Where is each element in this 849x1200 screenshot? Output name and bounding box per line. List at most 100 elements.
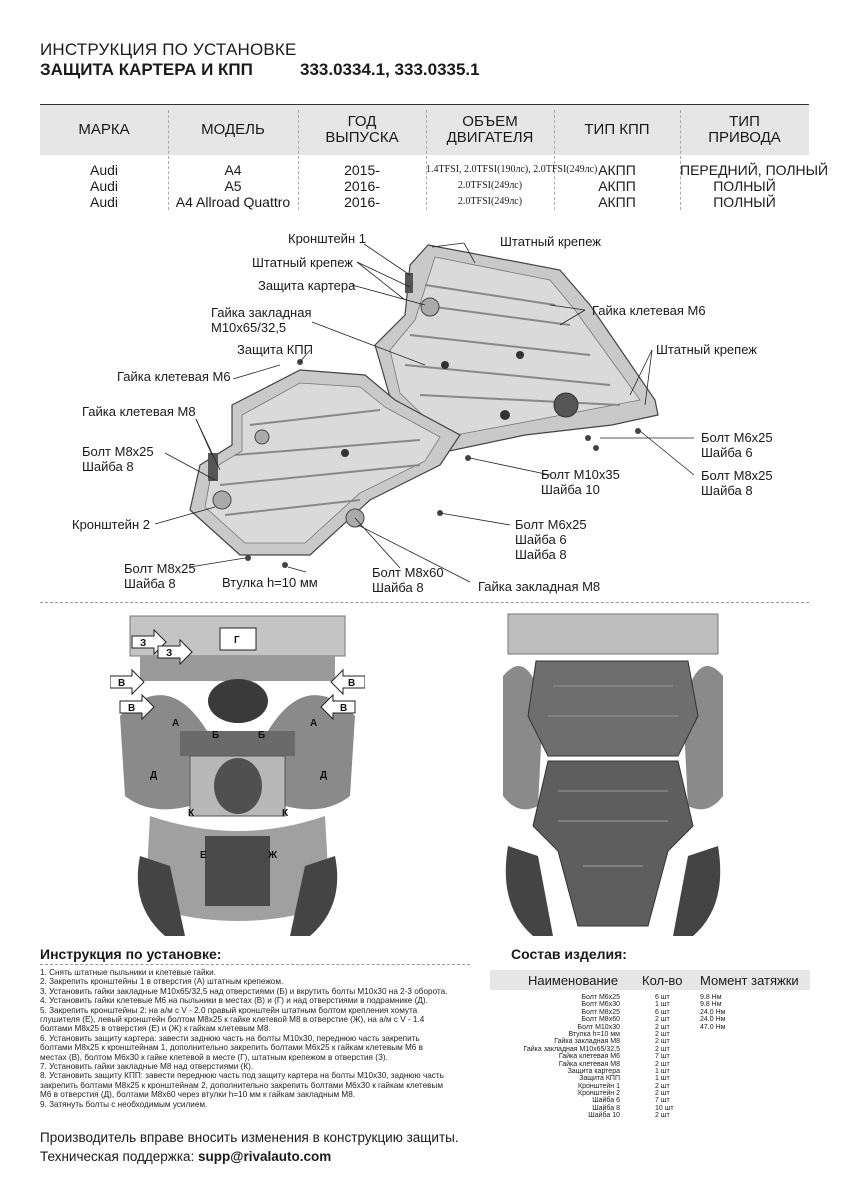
svg-text:Д: Д — [150, 770, 157, 781]
composition-item-torque: 47.0 Нм — [700, 1023, 726, 1031]
label-cage-nut-m6-left: Гайка клетевая М6 — [117, 369, 231, 384]
fasteners — [245, 359, 641, 568]
label-washer-6-b: Шайба 6 — [701, 445, 753, 460]
composition-item-qty: 10 шт — [655, 1104, 674, 1112]
label-crankcase-guard: Защита картера — [258, 278, 356, 293]
bracket-2-part — [208, 453, 218, 481]
crankcase-guard-plate — [374, 244, 659, 454]
instruction-line: закрепить болтами М8х25 к кронштейнам 2,… — [40, 1080, 444, 1090]
composition-item-name: Гайка закладная М8 — [554, 1038, 620, 1046]
table-row: Болт М10х30 2 шт 47.0 Нм — [490, 1024, 810, 1031]
label-cage-nut-m8: Гайка клетевая М8 — [82, 404, 196, 419]
composition-item-torque: 24.0 Нм — [700, 1016, 726, 1024]
label-insert-nut-m10-line1: Гайка закладная — [211, 305, 312, 320]
table-row: Защита КПП 1 шт — [490, 1075, 810, 1082]
composition-title: Состав изделия: — [511, 946, 627, 962]
composition-item-qty: 1 шт — [655, 1075, 670, 1083]
composition-item-torque: 24.0 Нм — [700, 1008, 726, 1016]
instruction-line: 1. Снять штатные пыльники и клетевые гай… — [40, 968, 216, 977]
label-gearbox-guard: Защита КПП — [237, 342, 313, 357]
composition-item-qty: 2 шт — [655, 1060, 670, 1068]
table-row: Audi A5 2016- 2.0TFSI(249лс) АКПП ПОЛНЫЙ — [89, 178, 776, 194]
table-row: Кронштейн 1 2 шт — [490, 1083, 810, 1090]
composition-item-torque: 9.8 Нм — [700, 1001, 722, 1009]
svg-text:З: З — [166, 648, 172, 659]
composition-item-name: Защита КПП — [579, 1075, 620, 1083]
underbody-before-image: З З Г В В В В А А Б Б Д Д К К Е Ж — [110, 606, 365, 941]
composition-item-name: Болт М6х30 — [581, 1001, 620, 1009]
svg-text:Е: Е — [200, 850, 207, 861]
composition-item-name: Кронштейн 1 — [578, 1082, 620, 1090]
composition-item-name: Гайка клетевая М8 — [558, 1060, 620, 1068]
composition-item-qty: 2 шт — [655, 1112, 670, 1120]
composition-item-name: Гайка клетевая М6 — [558, 1053, 620, 1061]
svg-text:А: А — [172, 718, 179, 729]
col-header-qty: Кол-во — [642, 973, 683, 988]
composition-item-name: Болт М8х25 — [581, 1008, 620, 1016]
instruction-line: 9. Затянуть болты с необходимым усилием. — [40, 1099, 208, 1109]
instruction-line: 2. Закрепить кронштейны 1 в отверстия (А… — [40, 977, 284, 987]
instructions-title: Инструкция по установке: — [40, 946, 222, 962]
col-header-torque: Момент затяжки — [700, 973, 799, 988]
page-title: ИНСТРУКЦИЯ ПО УСТАНОВКЕ — [40, 40, 297, 59]
instruction-line: болтами М8х25 к кронштейнам 1, дополните… — [40, 1043, 423, 1053]
instructions-divider — [40, 964, 470, 965]
instruction-line: 8. Установить защиту КПП: завести передн… — [40, 1071, 444, 1081]
composition-item-name: Кронштейн 2 — [578, 1090, 620, 1098]
svg-text:В: В — [128, 703, 135, 714]
instructions-list: 1. Снять штатные пыльники и клетевые гай… — [40, 968, 470, 1109]
col-header-model: МОДЕЛЬ — [201, 121, 265, 138]
composition-item-name: Болт М10х30 — [577, 1023, 620, 1031]
svg-text:К: К — [188, 808, 195, 819]
svg-text:В: В — [348, 678, 355, 689]
col-header-name: Наименование — [528, 973, 619, 988]
composition-item-name: Втулка h=10 мм — [568, 1030, 620, 1038]
label-bolt-m6x25-b: Болт М6х25 — [701, 430, 773, 445]
support-label: Техническая поддержка: — [40, 1149, 199, 1164]
label-washer-8-e: Шайба 8 — [701, 483, 753, 498]
table-row: Гайка клетевая М8 2 шт — [490, 1061, 810, 1068]
underbody-installed-image — [498, 606, 728, 941]
instruction-line: 4. Установить гайки клетевые М6 на пыльн… — [40, 996, 428, 1006]
instruction-line: 5. Закрепить кронштейны 2: на а/м с V - … — [40, 1005, 418, 1015]
label-insert-nut-m10-line2: М10х65/32,5 — [211, 320, 287, 335]
composition-item-torque: 9.8 Нм — [700, 994, 722, 1001]
composition-item-qty: 2 шт — [655, 1016, 670, 1024]
composition-item-name: Защита картера — [567, 1067, 620, 1075]
table-row: Болт М8х25 6 шт 24.0 Нм — [490, 1009, 810, 1016]
svg-text:В: В — [340, 703, 347, 714]
label-bushing: Втулка h=10 мм — [222, 575, 318, 590]
label-insert-nut-m8: Гайка закладная М8 — [478, 579, 601, 594]
composition-item-qty: 2 шт — [655, 1038, 670, 1046]
composition-header: Наименование Кол-во Момент затяжки — [490, 970, 810, 990]
composition-item-qty: 6 шт — [655, 994, 670, 1001]
label-bolt-m10x35: Болт М10х35 — [541, 467, 620, 482]
exploded-parts-diagram — [154, 242, 695, 583]
label-washer-8-d: Шайба 8 — [515, 547, 567, 562]
composition-item-qty: 2 шт — [655, 1082, 670, 1090]
photo-arrow-markers — [110, 627, 365, 721]
composition-item-qty: 2 шт — [655, 1023, 670, 1031]
svg-text:А: А — [310, 718, 317, 729]
label-bolt-m8x60: Болт М8х60 — [372, 565, 444, 580]
part-numbers: 333.0334.1, 333.0335.1 — [300, 60, 480, 79]
instruction-line: болтами М8х25 в отверстия (Е) и (Ж) к га… — [40, 1024, 271, 1034]
product-title: ЗАЩИТА КАРТЕРА И КПП — [40, 60, 253, 79]
composition-item-qty: 6 шт — [655, 1008, 670, 1016]
instruction-line: 6. Установить защиту картера: завести за… — [40, 1033, 420, 1043]
svg-text:Г: Г — [234, 635, 240, 646]
label-washer-8-b: Шайба 8 — [124, 576, 176, 591]
disclaimer: Производитель вправе вносить изменения в… — [40, 1130, 459, 1145]
svg-text:Б: Б — [258, 730, 265, 741]
composition-item-name: Шайба 6 — [592, 1097, 620, 1105]
